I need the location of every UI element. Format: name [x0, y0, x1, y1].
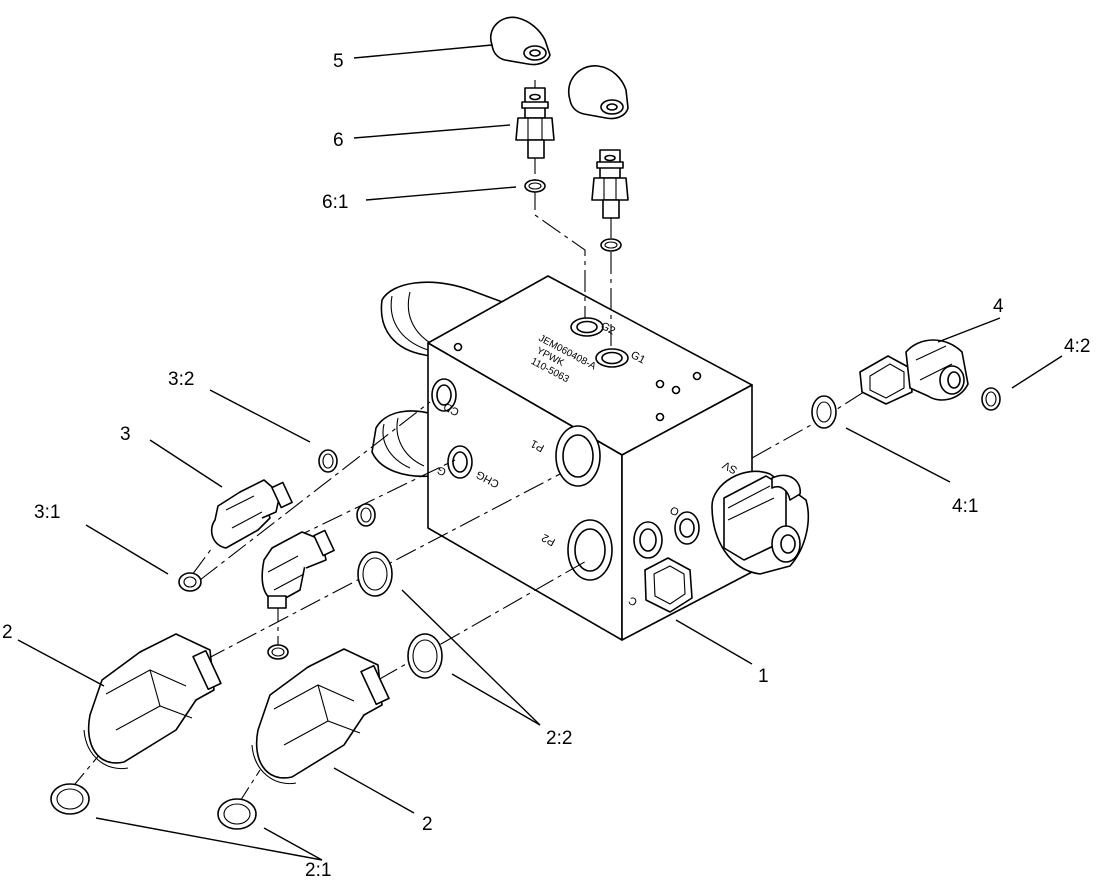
callout-4-2: 4:2	[1064, 336, 1090, 357]
elbow-fitting-3	[210, 479, 293, 549]
o-ring-4-2	[981, 387, 1001, 411]
callout-labels: 5 6 6:1 3:2 3 3:1 2 2 2:1 2:2 1 4 4:2 4:…	[2, 51, 1090, 881]
callout-4-1: 4:1	[952, 496, 978, 517]
callout-6-1: 6:1	[322, 192, 348, 213]
elbow-fitting-chg	[261, 529, 335, 609]
o-ring-chg	[356, 503, 376, 527]
callout-2-2: 2:2	[546, 728, 572, 749]
dust-cap-right	[567, 65, 629, 120]
test-fitting-left	[515, 87, 555, 159]
o-ring-6-1-right	[600, 238, 622, 252]
o-ring-3-1	[178, 572, 202, 592]
label-port-p2: P2	[540, 531, 558, 548]
valve-block: JEM060408-A YPWK 110-5063 G2 G1 CD G CHG…	[371, 275, 753, 641]
test-fitting-right	[591, 149, 629, 219]
callout-2-left: 2	[2, 622, 13, 643]
rear-cartridge-bottom	[371, 410, 433, 478]
o-ring-6-1-left	[524, 179, 546, 193]
label-port-p1: P1	[529, 437, 547, 454]
o-rings	[50, 179, 1001, 830]
hex-plug-c	[644, 557, 693, 613]
callout-3: 3	[120, 424, 131, 445]
callout-5: 5	[333, 51, 344, 72]
callout-3-1: 3:1	[34, 502, 60, 523]
elbow-fitting-4	[859, 339, 969, 405]
dust-cap-left	[489, 16, 551, 66]
o-ring-4-1	[811, 395, 837, 429]
o-ring-fitting-bottom	[267, 644, 289, 660]
callout-4: 4	[993, 296, 1004, 317]
solenoid-valve	[711, 470, 810, 575]
callout-3-2: 3:2	[168, 369, 194, 390]
large-elbow-fitting-right	[251, 648, 390, 785]
leader-lines	[17, 44, 1063, 861]
callout-6: 6	[333, 130, 344, 151]
callout-2-right: 2	[422, 814, 433, 835]
large-elbow-fitting-left	[83, 633, 222, 770]
o-ring-3-2	[318, 449, 338, 473]
callout-1: 1	[758, 666, 769, 687]
callout-2-1: 2:1	[305, 860, 331, 881]
